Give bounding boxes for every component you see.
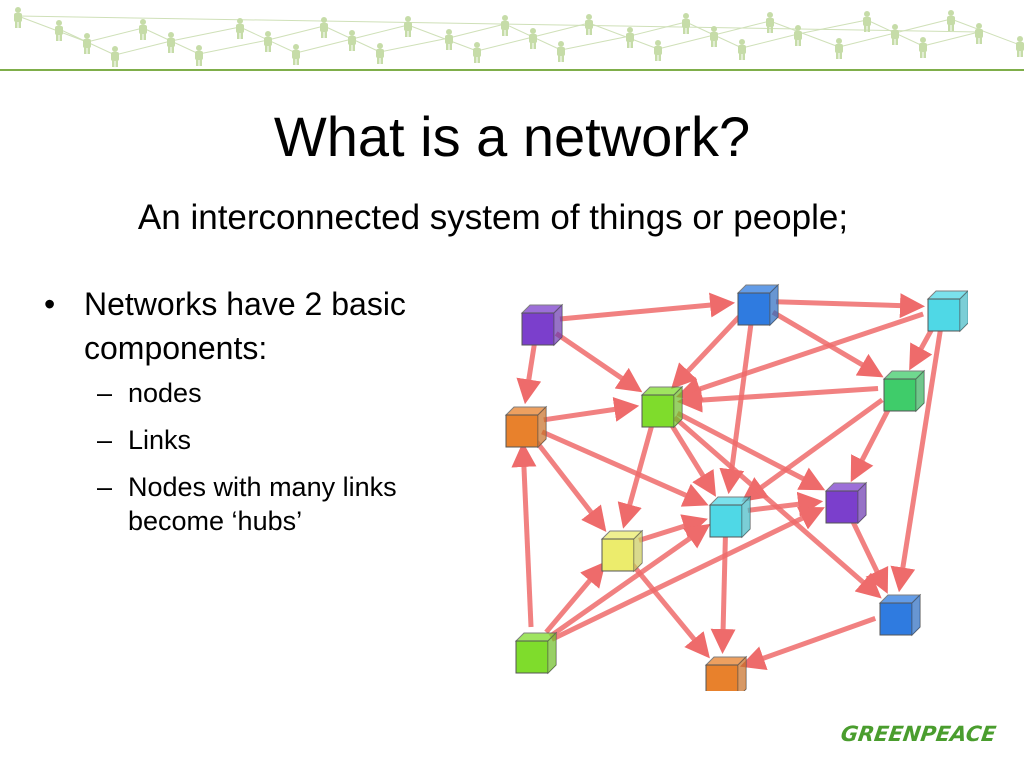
people-network-banner-icon [14,7,1024,67]
dash-icon: – [97,472,113,502]
network-link [676,385,879,413]
network-link [550,506,825,642]
network-node [704,655,748,691]
network-link [710,534,736,655]
network-node [600,529,644,573]
network-link [850,405,893,483]
network-link [533,438,607,532]
network-node [926,290,968,333]
network-node [640,385,684,429]
network-node [520,303,564,347]
network-link [719,322,754,495]
sub-bullet-item: – Nodes with many links become ‘hubs’ [84,470,472,538]
bullet-dot-icon: • [44,286,56,322]
network-link [541,429,709,507]
banner-divider [0,69,1024,71]
network-graph-icon [504,283,968,691]
bullet-item: • Networks have 2 basic components: – no… [42,282,472,538]
dash-icon: – [97,425,113,455]
sub-bullet-text: Links [128,425,192,455]
network-link [638,514,708,543]
network-link [554,331,643,393]
bullet-list: • Networks have 2 basic components: – no… [42,282,472,551]
dash-icon: – [97,378,113,408]
network-link [775,293,926,319]
network-link [559,292,736,322]
greenpeace-logo: GREENPEACE [839,722,998,746]
network-link [741,397,884,502]
network-link [676,410,826,491]
network-link [672,415,882,599]
network-link [747,491,824,517]
sub-bullet-list: – nodes – Links – Nodes with many links … [84,376,472,538]
sub-bullet-text: nodes [128,378,202,408]
network-link [671,315,741,390]
network-link [516,342,542,405]
network-link [676,311,924,401]
network-link [543,397,640,423]
network-node [708,495,752,539]
network-node [504,405,548,449]
network-link [890,328,944,593]
network-node [882,369,926,413]
network-link [739,616,877,671]
network-link [667,420,717,497]
network-node [878,593,922,637]
network-link [630,562,710,659]
people-network-banner [0,0,1024,72]
bullet-text: Networks have 2 basic components: [84,286,406,366]
sub-bullet-item: – nodes [84,376,472,410]
sub-bullet-item: – Links [84,423,472,457]
network-links [511,292,944,671]
network-link [771,310,884,378]
network-node [736,283,780,327]
slide-title: What is a network? [273,105,751,168]
network-link [548,523,711,639]
network-node [514,631,558,675]
slide-subtitle: An interconnected system of things or pe… [137,198,849,237]
network-link [544,561,606,634]
network-node [824,481,868,525]
network-link [511,441,537,628]
network-nodes [504,283,968,691]
network-link [909,325,936,371]
sub-bullet-text: Nodes with many links become ‘hubs’ [128,472,397,536]
